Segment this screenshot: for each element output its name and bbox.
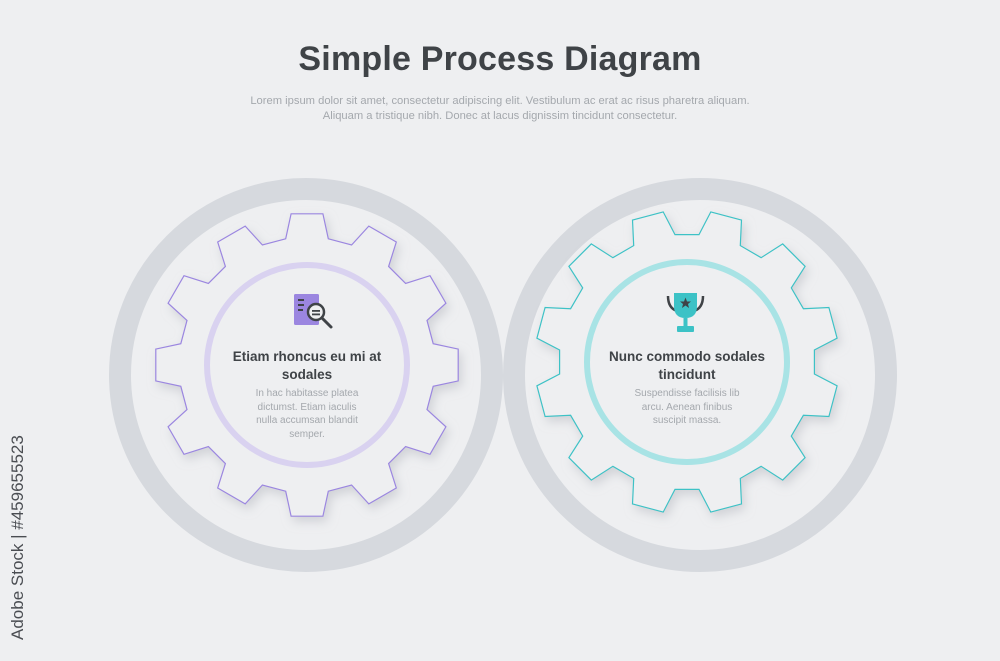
gear-right: [536, 211, 838, 513]
watermark-text: Adobe Stock | #459655523: [8, 435, 27, 640]
inner-ring-left: [204, 262, 410, 468]
page-subtitle: Lorem ipsum dolor sit amet, consectetur …: [250, 95, 750, 122]
step-1-title: Etiam rhoncus eu mi at sodales: [232, 349, 382, 382]
trophy-icon: [666, 293, 705, 332]
inner-ring-right: [584, 259, 790, 465]
outer-ring-right: [503, 178, 897, 572]
page-title: Simple Process Diagram: [298, 40, 702, 78]
gear-left: [155, 213, 459, 517]
document-search-icon: [294, 294, 333, 329]
step-1-text: In hac habitasse platea dictumst. Etiam …: [255, 388, 359, 440]
step-2-text: Suspendisse facilisis lib arcu. Aenean f…: [634, 388, 740, 426]
step-2-title: Nunc commodo sodales tincidunt: [608, 349, 766, 382]
outer-ring-left: [109, 178, 503, 572]
